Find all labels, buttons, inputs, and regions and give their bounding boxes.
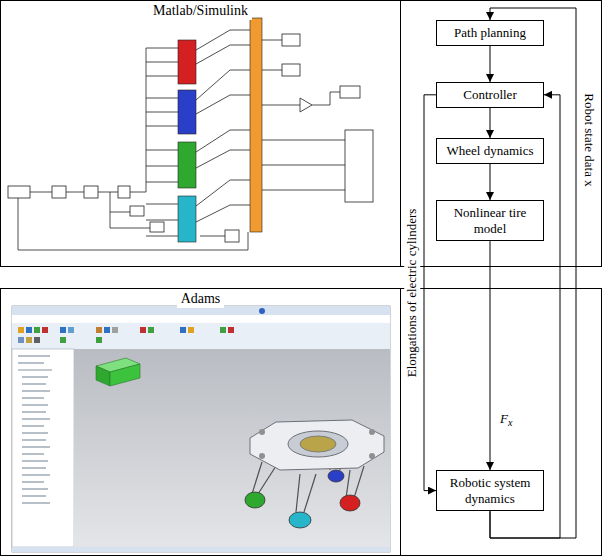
signal-arrow <box>490 108 491 138</box>
signal-arrow <box>490 164 491 200</box>
process-box: Wheel dynamics <box>436 138 544 164</box>
frame <box>400 0 602 556</box>
edge-label: Elongations of electric cylinders <box>404 206 420 379</box>
process-box: Robotic system dynamics <box>436 470 544 511</box>
signal-arrow <box>424 95 436 491</box>
signal-arrow <box>490 241 491 470</box>
process-box: Controller <box>436 82 544 108</box>
signal-arrow <box>490 46 491 82</box>
panel-title: Adams <box>177 291 225 308</box>
box-label: Nonlinear tire model <box>440 205 540 236</box>
process-box: Nonlinear tire model <box>436 200 544 241</box>
software-panel: Matlab/Simulink <box>0 0 401 267</box>
adams-screenshot <box>12 306 390 552</box>
simulink-screenshot <box>8 18 373 250</box>
box-label: Robotic system dynamics <box>440 475 540 506</box>
software-panel: Adams <box>0 288 401 556</box>
process-box: Path planning <box>436 20 544 46</box>
edge-label: Robot state data x <box>581 91 597 189</box>
panel-title: Matlab/Simulink <box>149 3 252 20</box>
box-label: Path planning <box>440 25 540 41</box>
box-label: Wheel dynamics <box>440 143 540 159</box>
box-label: Controller <box>440 87 540 103</box>
edge-label: Fx <box>498 410 514 429</box>
